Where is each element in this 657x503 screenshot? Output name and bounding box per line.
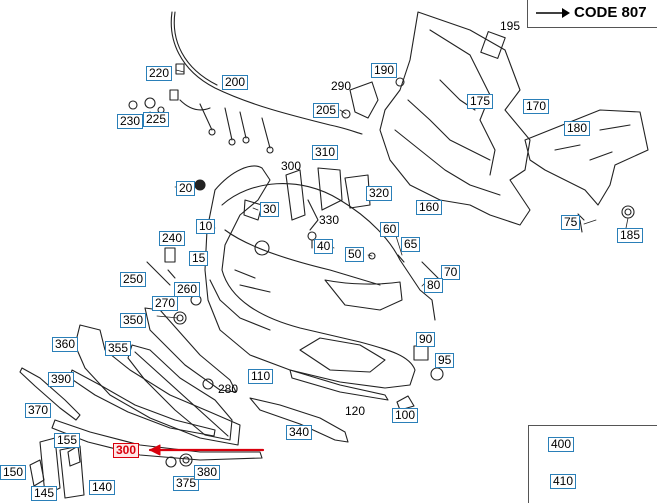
label-280: 280 — [218, 382, 239, 396]
callout-310[interactable]: 310 — [312, 145, 339, 160]
callout-140[interactable]: 140 — [89, 480, 116, 495]
callout-200[interactable]: 200 — [222, 75, 249, 90]
callout-270[interactable]: 270 — [152, 296, 179, 311]
callout-75[interactable]: 75 — [561, 215, 581, 230]
callout-260[interactable]: 260 — [174, 282, 201, 297]
callout-410[interactable]: 410 — [550, 474, 577, 489]
callout-370[interactable]: 370 — [25, 403, 52, 418]
callout-70[interactable]: 70 — [441, 265, 461, 280]
callout-360[interactable]: 360 — [52, 337, 79, 352]
label-300: 300 — [281, 159, 302, 173]
callout-390[interactable]: 390 — [48, 372, 75, 387]
callout-80[interactable]: 80 — [424, 278, 444, 293]
callout-220[interactable]: 220 — [146, 66, 173, 81]
code-note-label: CODE 807 — [574, 4, 647, 21]
callout-170[interactable]: 170 — [523, 99, 550, 114]
callout-205[interactable]: 205 — [313, 103, 340, 118]
callout-15[interactable]: 15 — [189, 251, 209, 266]
callout-340[interactable]: 340 — [286, 425, 313, 440]
callout-65[interactable]: 65 — [401, 237, 421, 252]
leader-lines — [156, 69, 629, 319]
callout-150[interactable]: 150 — [0, 465, 27, 480]
arrow-right-icon — [536, 8, 570, 18]
callout-250[interactable]: 250 — [120, 272, 147, 287]
callout-60[interactable]: 60 — [380, 222, 400, 237]
callout-375[interactable]: 375 — [173, 476, 200, 491]
bracket-drawing — [341, 81, 379, 119]
label-290: 290 — [331, 79, 352, 93]
callout-10[interactable]: 10 — [196, 219, 216, 234]
callout-225[interactable]: 225 — [143, 112, 170, 127]
callout-155[interactable]: 155 — [54, 433, 81, 448]
label-195: 195 — [500, 19, 521, 33]
callout-50[interactable]: 50 — [345, 247, 365, 262]
callout-95[interactable]: 95 — [435, 353, 455, 368]
callout-180[interactable]: 180 — [564, 121, 591, 136]
bumper-carrier-drawing — [379, 11, 649, 233]
label-330: 330 — [319, 213, 340, 227]
callout-160[interactable]: 160 — [416, 200, 443, 215]
callout-240[interactable]: 240 — [159, 231, 186, 246]
callout-20[interactable]: 20 — [176, 181, 196, 196]
callout-100[interactable]: 100 — [392, 408, 419, 423]
callout-400[interactable]: 400 — [548, 437, 575, 452]
callout-175[interactable]: 175 — [467, 94, 494, 109]
callout-185[interactable]: 185 — [617, 228, 644, 243]
callout-380[interactable]: 380 — [194, 465, 221, 480]
callout-350[interactable]: 350 — [120, 313, 147, 328]
callout-145[interactable]: 145 — [31, 486, 58, 501]
callout-30[interactable]: 30 — [260, 202, 280, 217]
callout-320[interactable]: 320 — [366, 186, 393, 201]
callout-110[interactable]: 110 — [248, 369, 274, 384]
callout-230[interactable]: 230 — [117, 114, 144, 129]
callout-190[interactable]: 190 — [371, 63, 398, 78]
bumper-cover-drawing — [204, 165, 436, 389]
callout-90[interactable]: 90 — [416, 332, 436, 347]
wiring-harness-drawing — [128, 11, 363, 154]
callout-40[interactable]: 40 — [314, 239, 334, 254]
label-120: 120 — [345, 404, 366, 418]
lower-grille-drawing — [74, 307, 241, 446]
sensor-parts-drawing — [29, 167, 444, 487]
callout-300-highlighted[interactable]: 300 — [113, 443, 140, 458]
callout-355[interactable]: 355 — [105, 341, 132, 356]
code-note-box — [527, 0, 657, 28]
